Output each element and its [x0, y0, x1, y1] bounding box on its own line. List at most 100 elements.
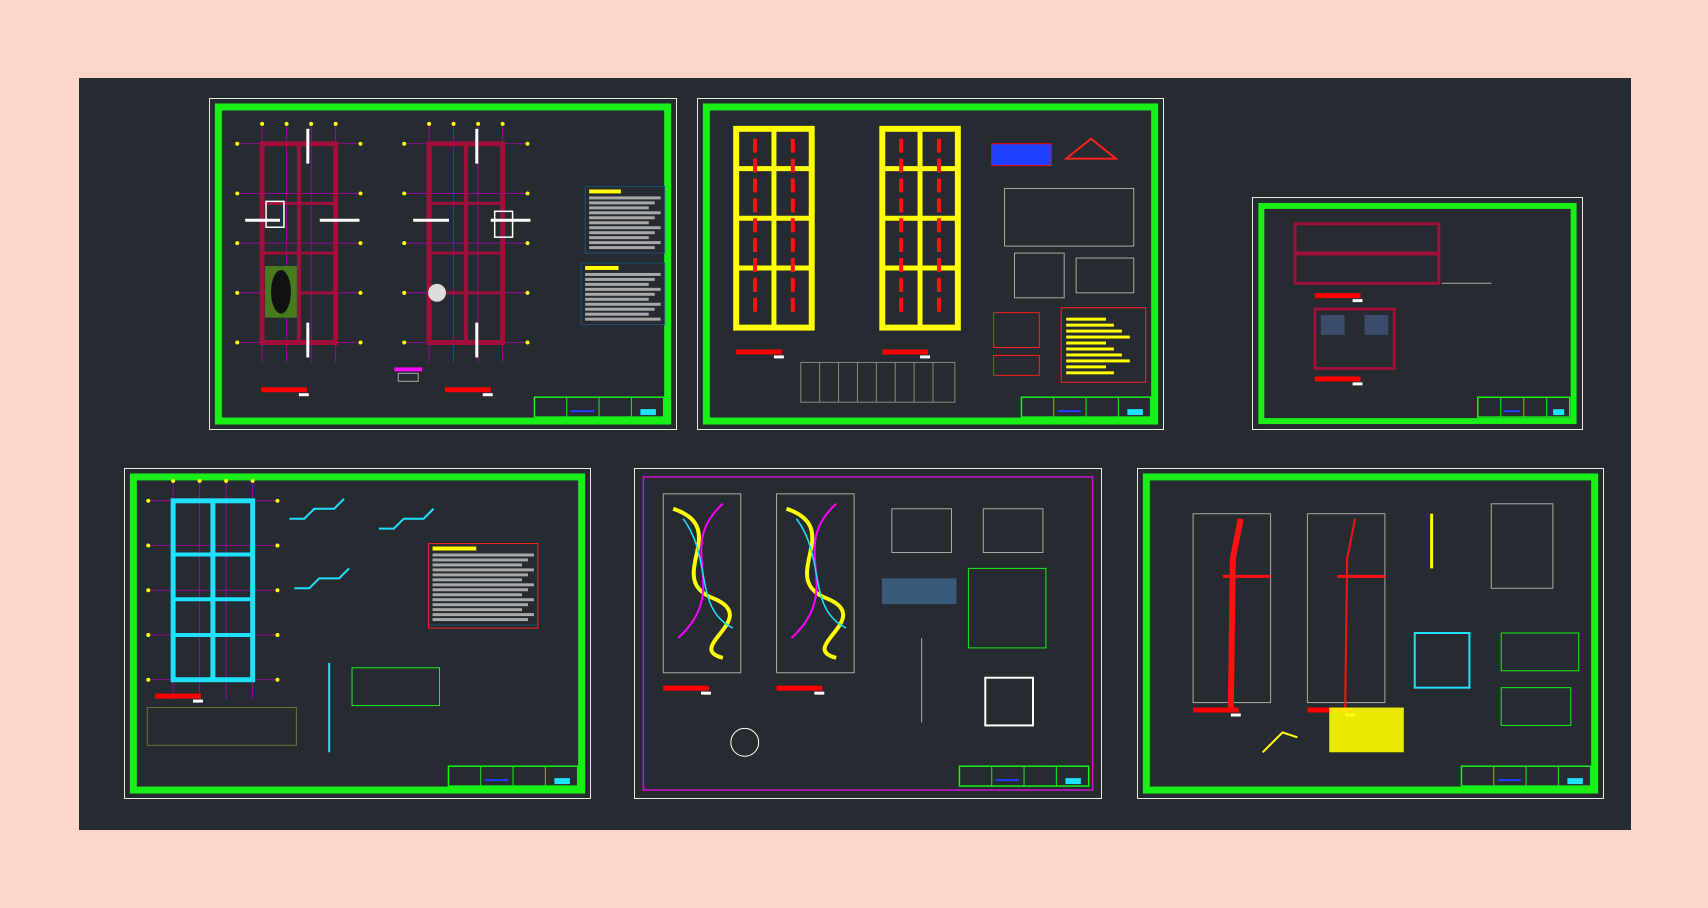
- specs-line: [1066, 359, 1130, 363]
- legend-box: [881, 578, 957, 605]
- legend-table: [1500, 687, 1572, 726]
- scale-label: [1230, 713, 1241, 717]
- notes-line: [585, 287, 661, 291]
- title-block-logo: [1567, 778, 1583, 785]
- tank-detail: [1490, 503, 1554, 589]
- scale-label: [193, 699, 203, 703]
- fixture-table: [1500, 632, 1580, 672]
- sheet-drawing: [129, 473, 586, 794]
- axis-bubble: [146, 633, 151, 637]
- notes-line: [585, 297, 649, 301]
- detail-box: [1013, 252, 1065, 299]
- drawing-title-bar: [261, 387, 307, 393]
- drawing-title-bar: [155, 693, 201, 699]
- notes-line: [432, 618, 528, 622]
- detail-box: [1075, 257, 1135, 294]
- floor-plan: [776, 493, 855, 674]
- axis-bubble: [402, 340, 407, 345]
- slab-outline: [733, 125, 815, 331]
- drawing-title-bar: [1193, 707, 1239, 713]
- axis-bubble: [427, 121, 432, 126]
- axis-bubble: [146, 588, 151, 593]
- axis-bubble: [171, 478, 176, 483]
- panel-diagram: [891, 508, 952, 553]
- notes-line: [432, 553, 534, 557]
- axis-bubble: [197, 478, 202, 483]
- axis-bubble: [525, 241, 530, 246]
- specs-line: [1066, 329, 1122, 333]
- axis-bubble: [358, 340, 363, 345]
- specs-line: [1066, 323, 1114, 327]
- sheet-plumbing-plans[interactable]: [1137, 468, 1604, 799]
- axis-bubble: [235, 141, 240, 146]
- axis-bubble: [275, 498, 280, 503]
- drawing-title-bar: [882, 349, 929, 355]
- axis-bubble: [333, 121, 338, 126]
- notes-heading: [432, 546, 477, 551]
- grounding-detail: [730, 727, 760, 757]
- drawing-title-bar: [444, 387, 491, 393]
- drawing-title-bar: [776, 685, 823, 691]
- load-table: [967, 567, 1047, 649]
- axis-bubble: [146, 677, 151, 682]
- sheet-frame: [129, 473, 586, 794]
- meter-box: [984, 676, 1034, 727]
- title-block-logo: [640, 409, 656, 416]
- sheet-drawing: [1258, 202, 1577, 425]
- drawing-canvas[interactable]: [79, 78, 1631, 830]
- notes-heading: [589, 189, 621, 194]
- notes-line: [432, 583, 534, 587]
- title-block-logo: [1127, 409, 1143, 416]
- notes-line: [589, 216, 655, 220]
- stair-detail: [294, 567, 350, 590]
- specs-box: [428, 543, 539, 629]
- notes-line: [432, 573, 528, 577]
- notes-box: [584, 185, 666, 254]
- sheet-foundation-plan[interactable]: [124, 468, 591, 799]
- sheet-architecture-plans[interactable]: [209, 98, 677, 430]
- circuit-wiring: [672, 506, 732, 660]
- specs-box: [1060, 307, 1147, 383]
- axis-bubble: [525, 141, 530, 146]
- sheet-sections[interactable]: [1252, 197, 1583, 430]
- notes-line: [432, 558, 528, 562]
- legend-heading: [394, 367, 423, 372]
- footing-table: [800, 361, 956, 403]
- axis-bubble: [358, 191, 363, 196]
- wall-outline: [170, 498, 256, 683]
- circuit-wiring: [785, 506, 845, 660]
- axis-bubble: [525, 290, 530, 295]
- drawing-title-bar: [1314, 376, 1361, 382]
- notes-line: [589, 206, 649, 210]
- notes-line: [589, 236, 649, 240]
- axis-bubble: [358, 290, 363, 295]
- stair-detail: [378, 508, 435, 530]
- axis-bubble: [260, 121, 265, 126]
- sheet-drawing: [642, 476, 1094, 791]
- sheet-drawing: [1142, 473, 1599, 794]
- axis-bubble: [402, 290, 407, 295]
- sheet-structural-plans[interactable]: [697, 98, 1164, 430]
- scale-label: [1352, 382, 1363, 386]
- detail-stair: [1063, 137, 1119, 160]
- circuit-wiring: [795, 518, 847, 629]
- sheet-frame: [214, 103, 672, 425]
- axis-bubble: [402, 191, 407, 196]
- circuit-wiring: [677, 503, 724, 639]
- axis-bubble: [146, 498, 151, 503]
- notes-line: [585, 317, 661, 321]
- title-block-logo: [1065, 778, 1081, 785]
- notes-line: [589, 196, 661, 200]
- notes-line: [589, 221, 649, 225]
- notes-box: [580, 262, 666, 326]
- sheet-electrical-plans[interactable]: [634, 468, 1102, 799]
- scale-label: [814, 691, 825, 695]
- notes-line: [432, 578, 522, 582]
- sofa-symbol: [265, 200, 285, 228]
- detail-box: [1004, 187, 1135, 247]
- scale-label: [920, 355, 931, 359]
- sheet-drawing: [214, 103, 672, 425]
- panel-diagram: [982, 508, 1044, 553]
- title-block-logo: [554, 778, 570, 785]
- legend-box: [993, 354, 1040, 376]
